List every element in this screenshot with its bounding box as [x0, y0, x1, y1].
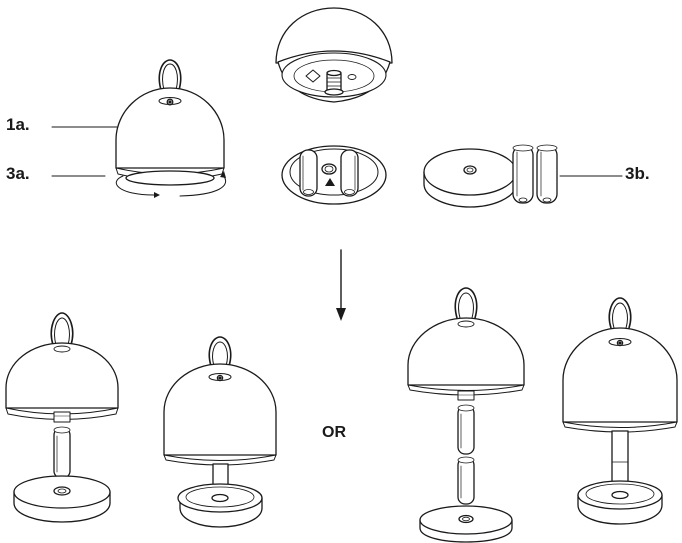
lamp-assembled-step1 [51, 59, 227, 198]
label-3a: 3a. [6, 164, 30, 183]
battery-a [512, 145, 534, 204]
base-and-batteries [423, 144, 623, 208]
label-3b: 3b. [625, 164, 650, 183]
loop-handle [158, 59, 182, 91]
label-1a: 1a. [6, 115, 30, 134]
battery-compartment [281, 145, 387, 205]
tall-lamp-assembled [562, 297, 678, 525]
dome-underside [275, 7, 393, 103]
lamp-dome [115, 87, 225, 169]
tall-lamp-exploded [407, 287, 525, 543]
short-lamp-exploded [5, 312, 119, 523]
short-lamp-assembled [163, 336, 277, 528]
arrow-down-icon [336, 249, 346, 321]
or-text: OR [322, 424, 346, 441]
base-ring [125, 170, 215, 186]
rotate-arrow-icon [115, 175, 155, 196]
battery-b [536, 145, 558, 204]
